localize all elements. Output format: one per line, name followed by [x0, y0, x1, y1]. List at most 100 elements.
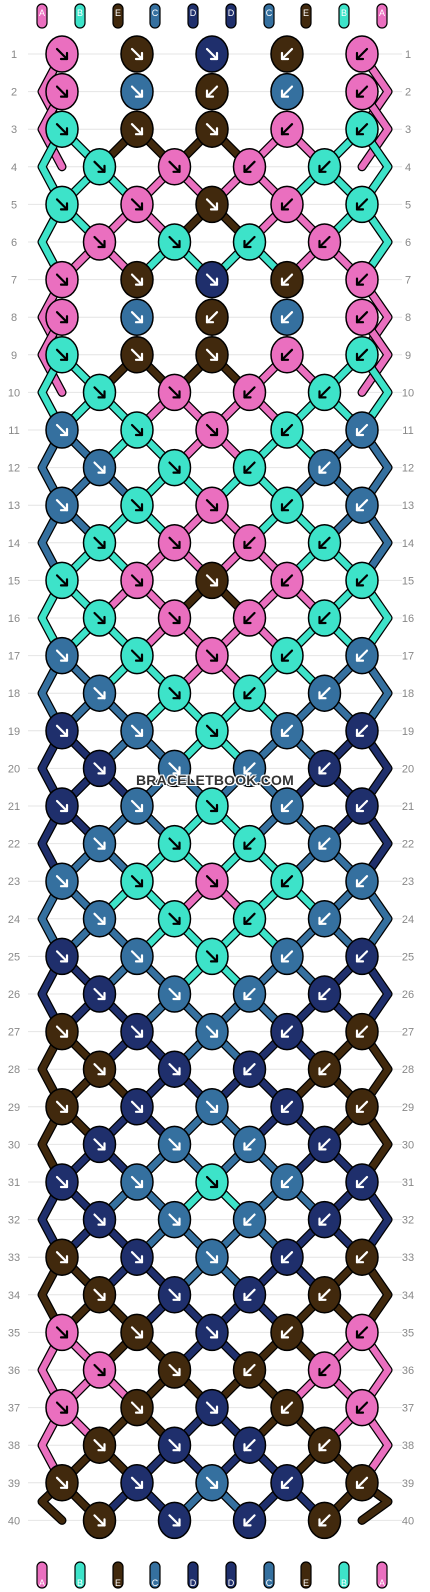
knot-arrowhead-icon	[280, 803, 290, 813]
row-number: 5	[405, 199, 411, 211]
knot	[157, 1351, 192, 1389]
knot-arrowhead-icon	[318, 1518, 327, 1527]
knot	[232, 824, 267, 863]
knot-arrowhead-icon	[97, 164, 106, 173]
knot-arrow-icon	[55, 198, 69, 211]
knot	[232, 223, 267, 261]
knot	[45, 298, 79, 336]
string-label: C	[266, 8, 273, 18]
knot-arrowhead-icon	[97, 991, 106, 1001]
knot	[120, 1163, 154, 1201]
row-number: 7	[11, 275, 17, 287]
string-label: B	[77, 8, 83, 18]
knot	[232, 975, 267, 1013]
knot-arrowhead-icon	[209, 352, 219, 361]
knot	[195, 1313, 229, 1352]
row-number: 23	[8, 876, 20, 888]
knot	[270, 1313, 304, 1352]
knot	[270, 1163, 304, 1201]
knot	[120, 862, 154, 900]
knot	[232, 599, 267, 637]
knot-arrowhead-icon	[172, 615, 181, 625]
knot	[195, 1464, 229, 1502]
knot	[345, 1238, 379, 1276]
knot-arrowhead-icon	[97, 465, 106, 474]
row-number: 6	[11, 237, 17, 249]
knot	[157, 1050, 192, 1088]
thread-start	[338, 3, 350, 29]
knot	[307, 1276, 342, 1314]
knot-arrowhead-icon	[59, 202, 69, 211]
knot-arrowhead-icon	[134, 352, 144, 361]
knot	[82, 1125, 117, 1164]
knot-arrowhead-icon	[59, 1330, 69, 1339]
row-number: 12	[402, 463, 414, 475]
knot-arrowhead-icon	[209, 1330, 219, 1339]
row-number: 23	[402, 876, 414, 888]
knot	[45, 1163, 79, 1201]
knot	[120, 185, 154, 224]
row-number: 4	[405, 162, 411, 174]
knot	[270, 1012, 304, 1051]
knot-arrow-icon	[168, 611, 181, 625]
row-number: 36	[8, 1365, 20, 1377]
knot	[345, 1088, 379, 1126]
knot	[82, 674, 117, 712]
knot	[45, 110, 79, 148]
knot-arrow-icon	[243, 987, 256, 1001]
knot	[120, 298, 154, 336]
knot	[232, 373, 267, 412]
knot-arrow-icon	[93, 1514, 106, 1527]
knot	[345, 712, 379, 750]
knot-arrow-icon	[243, 1363, 256, 1377]
row-number: 13	[402, 500, 414, 512]
row-number: 12	[8, 463, 20, 475]
knot	[157, 749, 192, 788]
knot-arrowhead-icon	[243, 1367, 252, 1377]
knot-arrow-icon	[130, 123, 144, 136]
knot	[307, 674, 342, 712]
row-number: 6	[405, 237, 411, 249]
knot	[82, 1426, 117, 1464]
row-number: 22	[8, 839, 20, 851]
knot	[307, 223, 342, 261]
thread-end	[338, 1561, 350, 1589]
row-number: 32	[8, 1215, 20, 1227]
knot-arrowhead-icon	[209, 1405, 219, 1414]
knot-arrowhead-icon	[209, 1179, 219, 1189]
knot-arrow-icon	[55, 875, 69, 888]
thread-start	[112, 3, 124, 29]
knot-arrowhead-icon	[318, 1292, 327, 1301]
knot	[232, 1050, 267, 1088]
row-number: 9	[405, 350, 411, 362]
knot-arrow-icon	[93, 1288, 106, 1301]
knot-grid	[45, 35, 379, 1540]
knot	[45, 35, 79, 73]
knot-arrow-icon	[355, 85, 369, 98]
row-number: 40	[402, 1515, 414, 1527]
knot-arrowhead-icon	[243, 691, 252, 700]
knot-arrow-icon	[280, 799, 294, 813]
row-number: 21	[402, 801, 414, 813]
knot	[307, 1426, 342, 1464]
knot-arrow-icon	[205, 875, 219, 888]
knot	[82, 1351, 117, 1389]
knot-arrow-icon	[318, 536, 331, 549]
knot-arrow-icon	[280, 348, 294, 361]
row-number: 20	[8, 763, 20, 775]
knot	[120, 260, 154, 299]
knot	[45, 411, 79, 449]
knot	[345, 862, 379, 900]
knot-arrowhead-icon	[209, 427, 219, 437]
knot-arrowhead-icon	[243, 916, 252, 925]
row-number: 20	[402, 763, 414, 775]
knot-arrowhead-icon	[280, 1255, 290, 1264]
knot	[345, 1464, 379, 1502]
row-number: 28	[402, 1064, 414, 1076]
knot-arrowhead-icon	[97, 540, 106, 549]
knot	[232, 1200, 267, 1239]
knot-arrow-icon	[130, 799, 144, 813]
knot-arrowhead-icon	[97, 691, 106, 700]
knot-arrowhead-icon	[243, 1217, 252, 1226]
knot-arrow-icon	[205, 1251, 219, 1264]
